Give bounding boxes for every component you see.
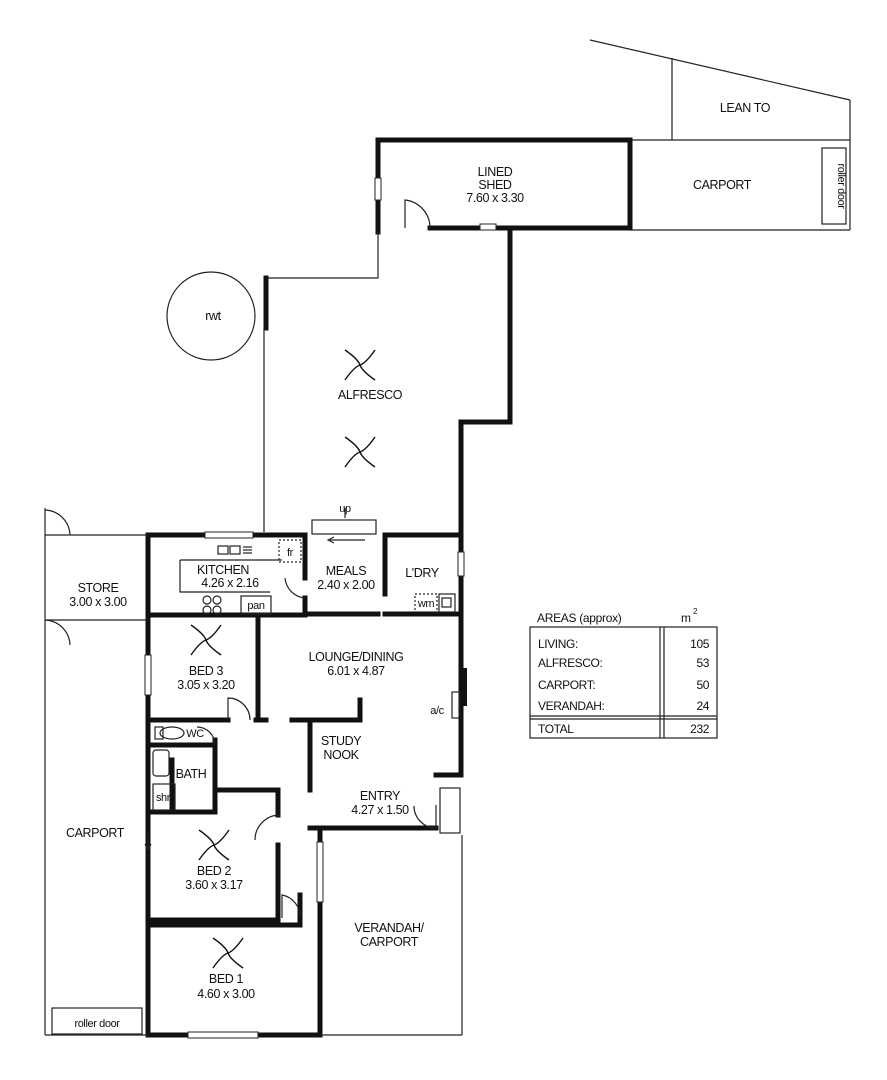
area-total-value: 232: [690, 722, 710, 736]
ceiling-fan-icon: [344, 436, 376, 468]
shower-label: shr: [156, 792, 171, 804]
area-row-label: LIVING:: [538, 637, 578, 651]
lounge-dimension: 6.01 x 4.87: [327, 664, 385, 678]
shed-label-line2: SHED: [478, 178, 512, 192]
alfresco-label: ALFRESCO: [338, 388, 403, 402]
area-row-value: 105: [690, 637, 710, 651]
shed-label-line1: LINED: [478, 165, 513, 179]
kitchen-label: KITCHEN: [197, 563, 249, 577]
laundry-label: L'DRY: [405, 566, 440, 580]
kitchen-dimension: 4.26 x 2.16: [201, 576, 259, 590]
area-row-label: VERANDAH:: [538, 699, 604, 713]
rainwater-tank: [166, 271, 256, 361]
carport-top-label: CARPORT: [693, 178, 752, 192]
lounge-label: LOUNGE/DINING: [309, 650, 404, 664]
fixtures: [44, 508, 467, 1036]
area-row-value: 50: [696, 678, 709, 692]
windows: [144, 177, 465, 1039]
roller-door-bottom-label: roller door: [74, 1018, 120, 1030]
areas-unit-superscript: 2: [693, 607, 698, 616]
rwt-label: rwt: [205, 309, 221, 323]
bed1-label: BED 1: [209, 972, 244, 986]
roller-door-top-label: roller door: [835, 163, 847, 209]
areas-title: AREAS (approx): [537, 611, 622, 625]
meals-dimension: 2.40 x 2.00: [317, 578, 375, 592]
bed3-label: BED 3: [189, 664, 224, 678]
pantry-label: pan: [247, 600, 264, 612]
outbuildings: [166, 39, 851, 538]
study-label-line1: STUDY: [321, 734, 362, 748]
store-label: STORE: [78, 581, 119, 595]
entry-dimension: 4.27 x 1.50: [351, 803, 409, 817]
area-total-label: TOTAL: [538, 722, 574, 736]
wc-label: WC: [186, 728, 204, 740]
bed3-dimension: 3.05 x 3.20: [177, 678, 235, 692]
meals-label: MEALS: [326, 564, 366, 578]
areas-unit: m: [681, 611, 691, 625]
ceiling-fan-icon: [198, 829, 230, 861]
verandah-label-line1: VERANDAH/: [354, 921, 424, 935]
aircon-label: a/c: [430, 705, 444, 717]
bath-label: BATH: [176, 767, 207, 781]
ceiling-fan-icon: [212, 937, 244, 969]
verandah-label-line2: CARPORT: [360, 935, 419, 949]
shed-dimension: 7.60 x 3.30: [466, 191, 524, 205]
house-walls: [145, 532, 464, 1038]
bed2-dimension: 3.60 x 3.17: [185, 878, 243, 892]
store-dimension: 3.00 x 3.00: [69, 595, 127, 609]
entry-label: ENTRY: [360, 789, 401, 803]
areas-table: AREAS (approx) m 2 LIVING: 105 ALFRESCO:…: [529, 607, 718, 739]
ceiling-fan-icon: [190, 624, 222, 656]
area-row-label: CARPORT:: [538, 678, 595, 692]
fridge-label: fr: [287, 547, 294, 559]
lean-to-label: LEAN TO: [720, 101, 771, 115]
bed2-label: BED 2: [197, 864, 232, 878]
roller-door-bottom: [51, 1007, 143, 1035]
carport-left-label: CARPORT: [66, 826, 125, 840]
washing-machine-label: wm: [417, 598, 435, 610]
ceiling-fans: [190, 349, 376, 969]
bed1-dimension: 4.60 x 3.00: [197, 987, 255, 1001]
room-labels: LEAN TO LINED SHED 7.60 x 3.30 CARPORT r…: [66, 101, 847, 1030]
area-row-label: ALFRESCO:: [538, 656, 602, 670]
area-row-value: 53: [696, 656, 709, 670]
ceiling-fan-icon: [344, 349, 376, 381]
roller-door-top: [821, 147, 847, 225]
step-up-label: up: [339, 503, 351, 515]
study-label-line2: NOOK: [323, 748, 359, 762]
area-row-value: 24: [696, 699, 709, 713]
